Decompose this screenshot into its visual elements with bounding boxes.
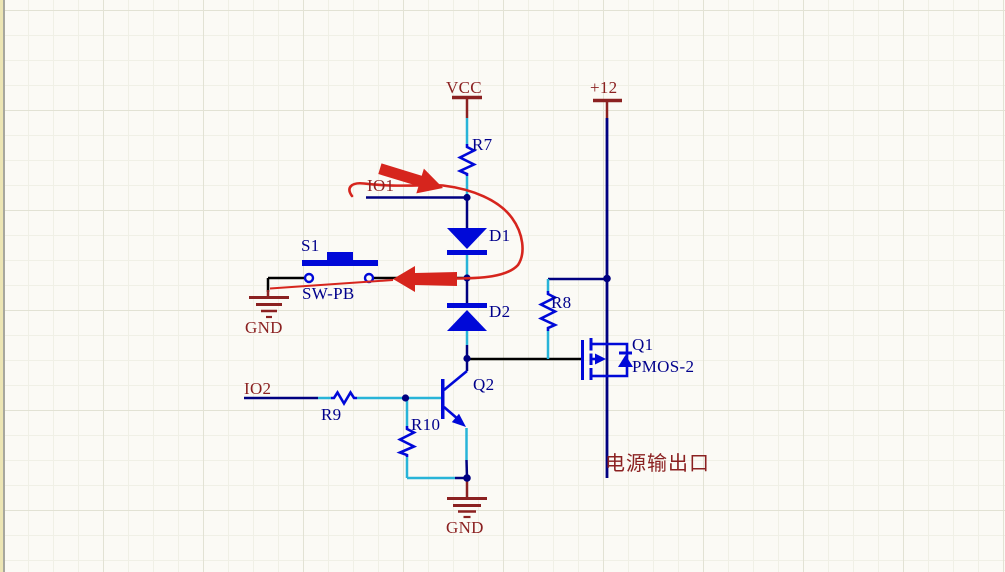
designator-d1[interactable]: D1 <box>489 226 511 245</box>
resistor-R7[interactable] <box>456 144 477 176</box>
pmos-transistor-Q1[interactable] <box>581 338 633 380</box>
resistor-R10[interactable] <box>396 426 418 457</box>
wire-r10-net[interactable] <box>405 398 467 480</box>
annotation-arrow-down-right[interactable] <box>378 163 443 194</box>
junction-dots <box>401 193 611 482</box>
sheet-border-strip <box>0 0 3 572</box>
diode-D2[interactable] <box>447 303 487 331</box>
power-label-vcc[interactable]: VCC <box>446 78 482 97</box>
designator-q2[interactable]: Q2 <box>473 375 495 394</box>
designator-r7[interactable]: R7 <box>472 135 493 154</box>
resistor-R9[interactable] <box>331 390 357 407</box>
power-label-p12[interactable]: +12 <box>590 78 618 97</box>
resistor-R8[interactable] <box>538 291 559 331</box>
annotation-pointer-line[interactable] <box>269 279 394 290</box>
wire-r8-branch[interactable] <box>546 277 607 359</box>
ground-label-bottom[interactable]: GND <box>446 518 484 537</box>
annotation-arrow-left[interactable] <box>393 266 457 292</box>
pmos-body-diode <box>618 351 633 367</box>
part-label-pmos2[interactable]: PMOS-2 <box>632 357 695 376</box>
designator-r8[interactable]: R8 <box>551 293 572 312</box>
part-label-sw-pb[interactable]: SW-PB <box>302 284 355 303</box>
wire-emitter-net[interactable] <box>465 428 469 479</box>
ground-symbol-bottom[interactable] <box>447 478 487 519</box>
designator-d2[interactable]: D2 <box>489 302 511 321</box>
diode-D1[interactable] <box>447 228 487 255</box>
net-label-io1[interactable]: IO1 <box>367 176 395 195</box>
sheet-border-line <box>3 0 5 572</box>
output-port-label[interactable]: 电源输出口 <box>605 453 710 475</box>
designator-s1[interactable]: S1 <box>301 236 320 255</box>
pushbutton-S1[interactable] <box>302 252 378 284</box>
power-port-vcc[interactable] <box>452 95 482 119</box>
designator-q1[interactable]: Q1 <box>632 335 654 354</box>
designator-r10[interactable]: R10 <box>411 415 441 434</box>
annotation-curve[interactable] <box>348 181 524 280</box>
npn-transistor-Q2[interactable] <box>441 369 468 427</box>
ground-label-left[interactable]: GND <box>245 318 283 337</box>
designator-r9[interactable]: R9 <box>321 405 342 424</box>
power-port-p12[interactable] <box>593 98 622 119</box>
ground-symbol-left[interactable] <box>249 290 289 319</box>
net-label-io2[interactable]: IO2 <box>244 379 272 398</box>
